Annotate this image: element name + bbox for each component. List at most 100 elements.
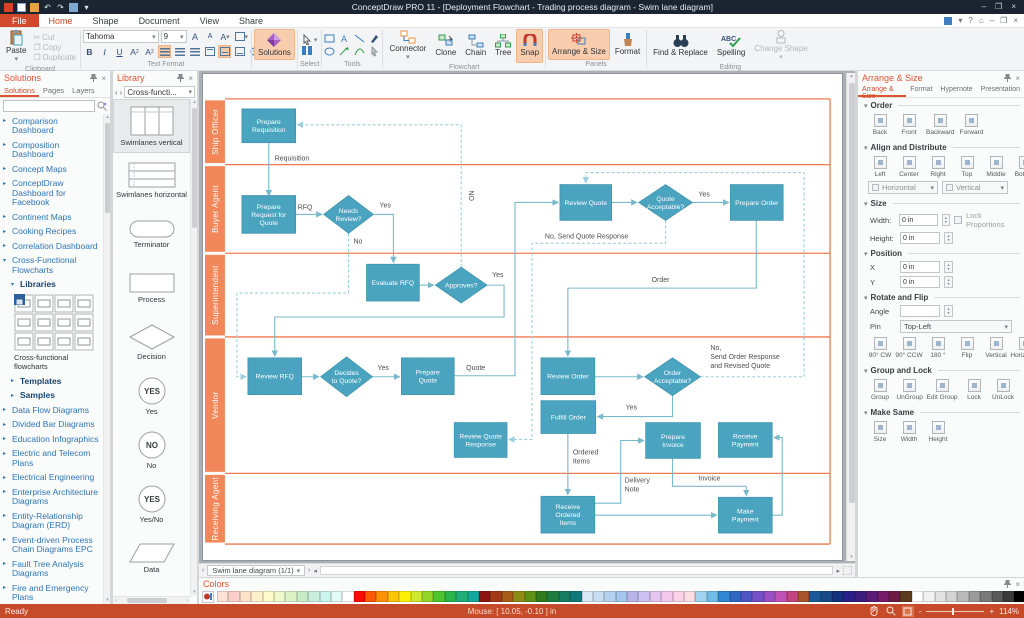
- middle-button[interactable]: Middle: [984, 156, 1008, 178]
- color-swatch-70[interactable]: [1014, 591, 1024, 602]
- color-swatch-46[interactable]: [740, 591, 753, 602]
- paste-button[interactable]: Paste ▾: [2, 29, 30, 65]
- color-swatch-62[interactable]: [923, 591, 935, 602]
- sidebar-item-comparison-dashboard[interactable]: ▸Comparison Dashboard: [3, 115, 58, 135]
- sidebar-item-electrical-engineering[interactable]: ▸Electrical Engineering: [3, 472, 95, 482]
- align-center-button[interactable]: [173, 45, 186, 58]
- pin-icon[interactable]: [1004, 580, 1012, 588]
- change-shape-button[interactable]: Change Shape ▾: [750, 29, 811, 63]
- color-swatch-29[interactable]: [547, 591, 559, 602]
- color-swatch-2[interactable]: [239, 591, 252, 602]
- solutions-close-icon[interactable]: ×: [101, 73, 106, 83]
- connector-button[interactable]: Connector ▾: [385, 29, 430, 63]
- sidebar-item-composition-dashboard[interactable]: ▸Composition Dashboard: [3, 139, 60, 159]
- color-swatch-31[interactable]: [570, 591, 582, 602]
- align-right-button[interactable]: [188, 45, 201, 58]
- color-swatch-58[interactable]: [877, 591, 890, 602]
- sidebar-item-templates[interactable]: ▸Templates: [11, 375, 62, 386]
- canvas-vscrollbar[interactable]: ▴ ▾: [846, 73, 855, 561]
- snap-button[interactable]: Snap: [516, 29, 544, 63]
- color-swatch-53[interactable]: [820, 591, 833, 602]
- y-spinner[interactable]: ▴▾: [944, 276, 953, 288]
- arrange-close-icon[interactable]: ×: [1015, 73, 1020, 83]
- clone-button[interactable]: Clone: [431, 29, 460, 63]
- color-swatch-19[interactable]: [433, 591, 445, 602]
- color-swatch-23[interactable]: [478, 591, 491, 602]
- page-tab[interactable]: Swim lane diagram (1/1)▾: [207, 565, 306, 576]
- cut-button[interactable]: ✂Cut: [33, 32, 55, 42]
- color-swatch-37[interactable]: [638, 591, 650, 602]
- save-icon[interactable]: [69, 2, 78, 12]
- rectangle-tool-icon[interactable]: [324, 33, 335, 44]
- text-tool-icon[interactable]: A: [339, 33, 350, 44]
- zoom-in-icon[interactable]: +: [989, 606, 995, 616]
- open-document-icon[interactable]: [30, 2, 39, 12]
- chain-button[interactable]: Chain: [461, 29, 490, 63]
- select-mode-button[interactable]: [300, 46, 320, 55]
- sidebar-item-entity-relationship-diagram-erd[interactable]: ▸Entity-Relationship Diagram (ERD): [3, 510, 83, 530]
- undo-icon[interactable]: ↶: [44, 2, 51, 12]
- distribute-vertical-select[interactable]: Vertical▾: [942, 181, 1008, 194]
- text-background-icon[interactable]: ▾: [234, 30, 249, 43]
- color-swatch-66[interactable]: [968, 591, 981, 602]
- underline-button[interactable]: U: [116, 46, 123, 57]
- color-swatch-33[interactable]: [592, 591, 605, 602]
- library-shape-decision[interactable]: Decision: [113, 315, 190, 369]
- tab-view[interactable]: View: [199, 15, 219, 26]
- search-icon[interactable]: [97, 101, 107, 111]
- library-shape-swimlanes-horizontal[interactable]: Swimlanes horizontal: [113, 153, 190, 207]
- tab-arrange-size[interactable]: Arrange & Size: [858, 85, 907, 100]
- arrow-tool-icon[interactable]: [339, 46, 350, 57]
- 90-cw-button[interactable]: 90° CW: [868, 337, 892, 359]
- solutions-search-input[interactable]: [3, 100, 95, 112]
- next-page-icon[interactable]: ›: [308, 567, 311, 574]
- tab-hypernote[interactable]: Hypernote: [940, 86, 973, 93]
- color-swatch-69[interactable]: [1002, 591, 1015, 602]
- height-input[interactable]: 0 in: [900, 232, 940, 244]
- color-swatch-64[interactable]: [946, 591, 958, 602]
- sidebar-item-concept-maps[interactable]: ▸Concept Maps: [3, 163, 67, 174]
- flip-button[interactable]: Flip: [955, 337, 979, 359]
- color-swatch-13[interactable]: [365, 591, 377, 602]
- angle-input[interactable]: [900, 305, 940, 317]
- increase-font-icon[interactable]: A: [192, 31, 199, 42]
- library-select[interactable]: Cross-functi...▾: [124, 86, 195, 98]
- vertical-button[interactable]: Vertical: [984, 337, 1008, 359]
- lock-proportions-checkbox[interactable]: [954, 216, 963, 224]
- tab-layers[interactable]: Layers: [72, 86, 95, 95]
- color-swatch-7[interactable]: [296, 591, 309, 602]
- zoom-out-icon[interactable]: -: [918, 606, 922, 616]
- pan-hand-icon[interactable]: [868, 606, 880, 617]
- forward-button[interactable]: Forward: [960, 114, 984, 136]
- colors-close-icon[interactable]: ×: [1015, 579, 1020, 589]
- color-swatch-26[interactable]: [513, 591, 525, 602]
- menu-caret-icon[interactable]: ▾: [958, 16, 963, 25]
- restore-doc-icon[interactable]: ❐: [1000, 16, 1008, 25]
- valign-middle-button[interactable]: [218, 45, 231, 58]
- color-swatch-32[interactable]: [581, 591, 593, 602]
- color-swatch-36[interactable]: [627, 591, 639, 602]
- tab-share[interactable]: Share: [238, 15, 263, 26]
- back-button[interactable]: Back: [868, 114, 892, 136]
- minimize-button[interactable]: –: [981, 2, 987, 11]
- sidebar-item-education-infographics[interactable]: ▸Education Infographics: [3, 433, 99, 444]
- qat-caret-icon[interactable]: ▾: [84, 2, 89, 12]
- library-close-icon[interactable]: ×: [188, 73, 193, 83]
- color-swatch-15[interactable]: [387, 591, 400, 602]
- sidebar-item-fault-tree-analysis-diagrams[interactable]: ▸Fault Tree Analysis Diagrams: [3, 558, 84, 578]
- color-swatch-27[interactable]: [524, 591, 536, 602]
- height-spinner[interactable]: ▴▾: [944, 232, 953, 244]
- sidebar-item-electric-and-telecom-plans[interactable]: ▸Electric and Telecom Plans: [3, 448, 91, 468]
- zoom-tool-icon[interactable]: [885, 606, 897, 617]
- color-swatch-52[interactable]: [809, 591, 821, 602]
- color-swatch-44[interactable]: [718, 591, 730, 602]
- color-swatch-56[interactable]: [854, 591, 867, 602]
- select-tool-button[interactable]: ▾: [300, 34, 320, 45]
- color-swatch-5[interactable]: [273, 591, 286, 602]
- width-input[interactable]: 0 in: [898, 214, 938, 226]
- spelling-button[interactable]: ABC Spelling: [716, 36, 746, 58]
- library-hscrollbar[interactable]: ‹ ›: [113, 596, 190, 604]
- tab-document[interactable]: Document: [138, 15, 180, 26]
